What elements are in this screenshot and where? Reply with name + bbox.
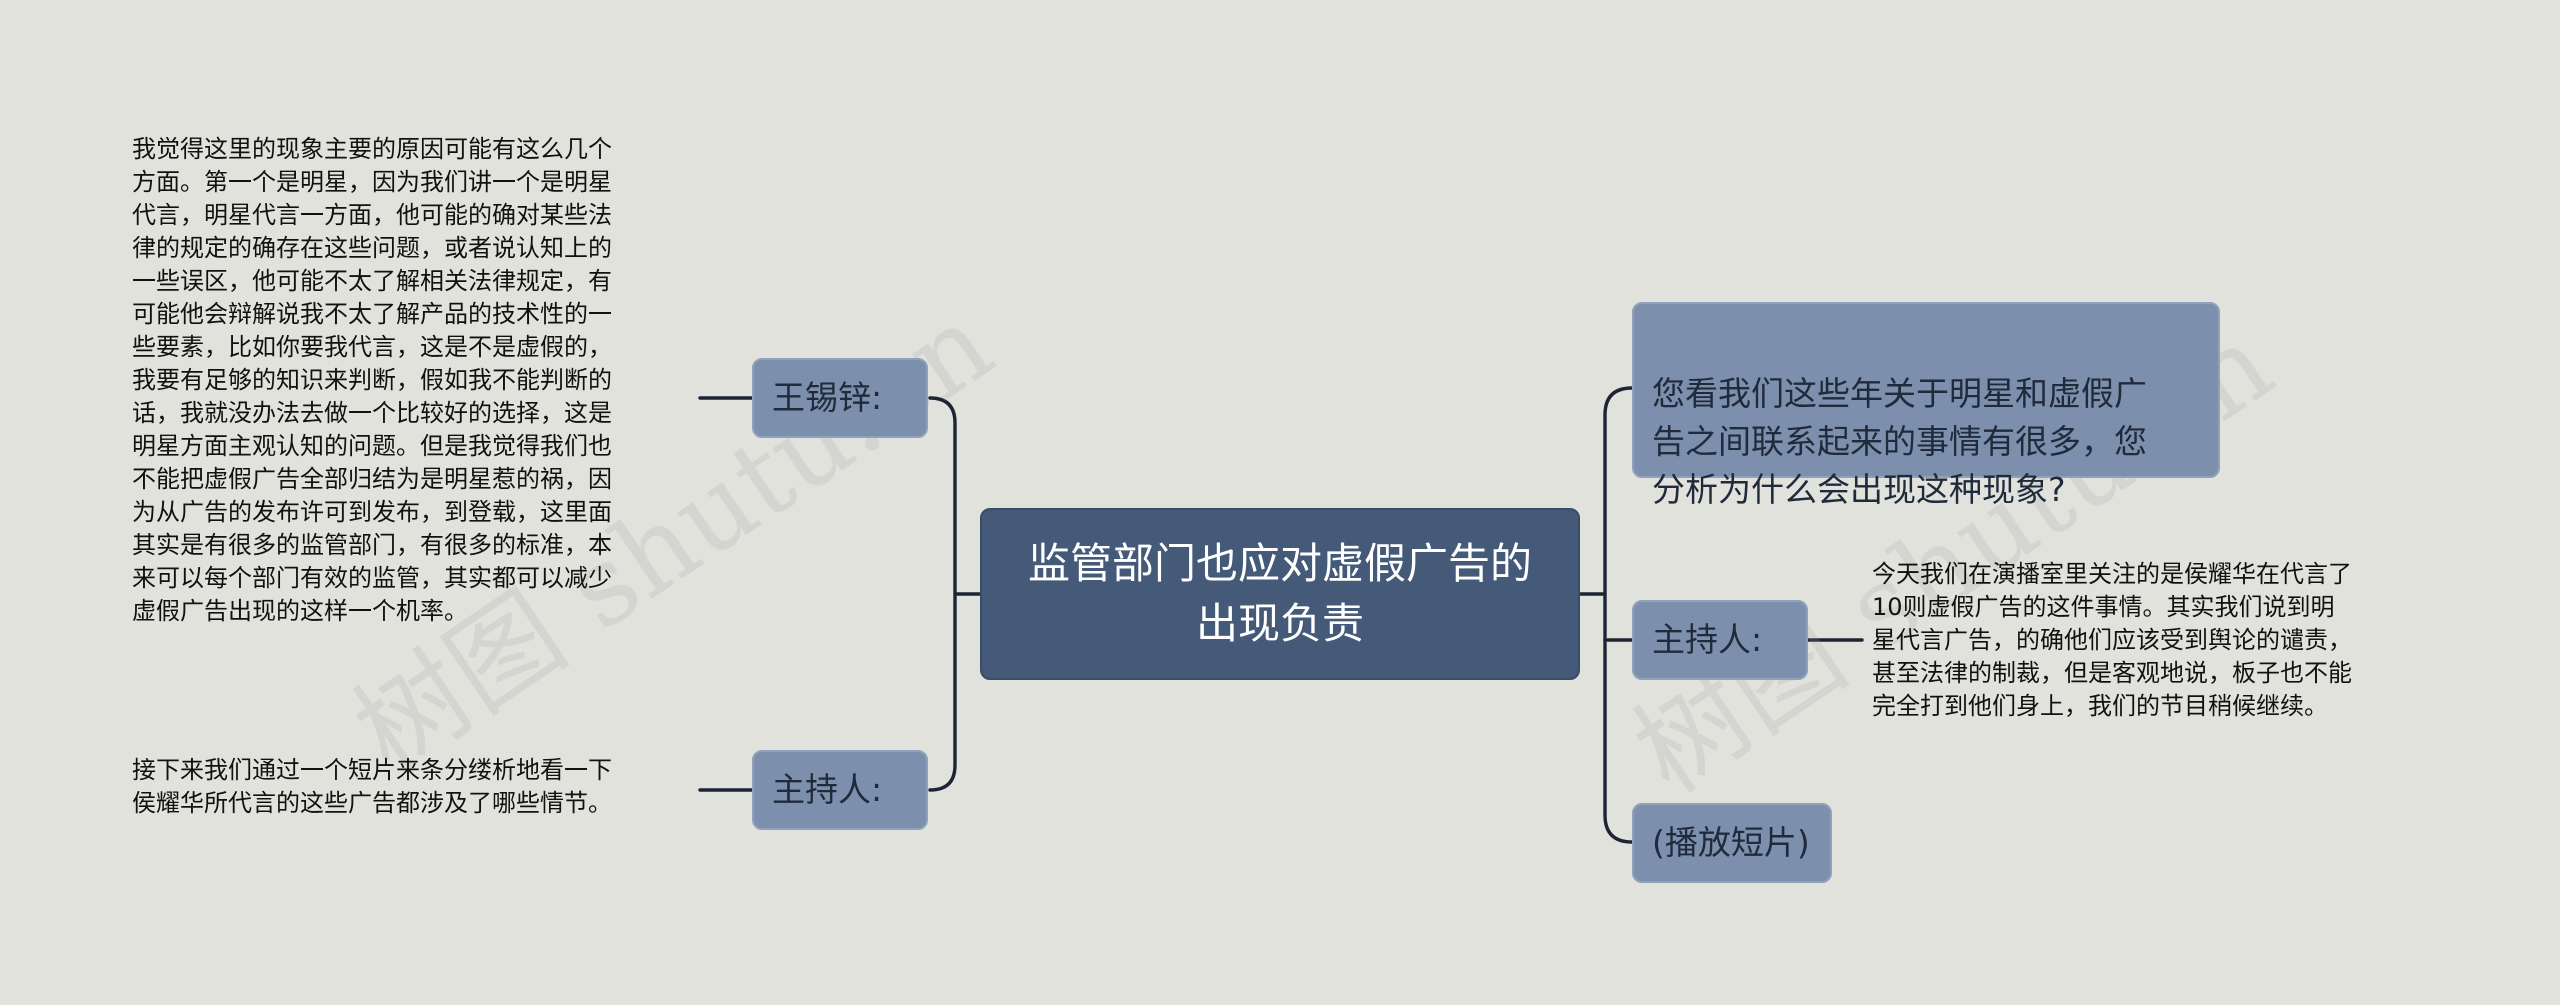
question-label: 您看我们这些年关于明星和虚假广 告之间联系起来的事情有很多，您 分析为什么会出现…: [1652, 374, 2147, 509]
play-clip-label: (播放短片): [1652, 823, 1810, 862]
speaker-label: 王锡锌:: [772, 378, 883, 417]
speaker-label: 主持人:: [1652, 620, 1763, 659]
central-topic-label: 监管部门也应对虚假广告的出现负责: [1027, 539, 1532, 648]
leaf-text-host-right: 今天我们在演播室里关注的是侯耀华在代言了 10则虚假广告的这件事情。其实我们说到…: [1872, 560, 2352, 720]
connector-left-trunk: [928, 396, 957, 792]
central-topic[interactable]: 监管部门也应对虚假广告的出现负责: [980, 508, 1580, 680]
speaker-node-wang[interactable]: 王锡锌:: [752, 358, 928, 438]
speaker-label: 主持人:: [772, 770, 883, 809]
leaf-text-host-left: 接下来我们通过一个短片来条分缕析地看一下 侯耀华所代言的这些广告都涉及了哪些情节…: [132, 756, 612, 817]
leaf-text-wang: 我觉得这里的现象主要的原因可能有这么几个 方面。第一个是明星，因为我们讲一个是明…: [132, 135, 612, 625]
speaker-node-host-left[interactable]: 主持人:: [752, 750, 928, 830]
speaker-node-host-right[interactable]: 主持人:: [1632, 600, 1808, 680]
play-clip-node[interactable]: (播放短片): [1632, 803, 1832, 883]
question-node[interactable]: 您看我们这些年关于明星和虚假广 告之间联系起来的事情有很多，您 分析为什么会出现…: [1632, 302, 2220, 509]
connector-right-trunk: [1603, 386, 1634, 844]
